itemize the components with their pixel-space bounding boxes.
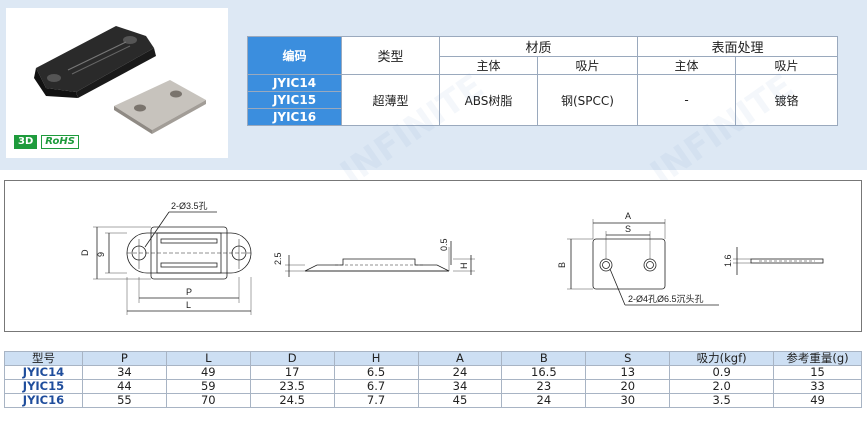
table-cell: 33 bbox=[773, 379, 862, 394]
spec-table: 编码 类型 材质 表面处理 主体 吸片 主体 吸片 JYIC14 超薄型 ABS… bbox=[247, 36, 838, 126]
table-row: JYIC15 44 59 23.5 6.7 34 23 20 2.0 33 bbox=[4, 379, 862, 394]
code-cell[interactable]: JYIC15 bbox=[247, 91, 342, 109]
model-cell[interactable]: JYIC16 bbox=[4, 393, 83, 408]
dim-9-label: 9 bbox=[96, 252, 106, 257]
dim-d-label: D bbox=[80, 249, 90, 256]
surface-plate-value: 镀铬 bbox=[735, 74, 838, 126]
drawing-labels: 2-Ø3.5孔 D 9 P L 2.5 0.5 H A S B 2-Ø4孔Ø6.… bbox=[80, 201, 733, 310]
dim-05-label: 0.5 bbox=[439, 238, 449, 251]
table-cell: 30 bbox=[585, 393, 671, 408]
table-cell: 49 bbox=[773, 393, 862, 408]
material-plate-header: 吸片 bbox=[537, 56, 638, 75]
table-row: JYIC16 55 70 24.5 7.7 45 24 30 3.5 49 bbox=[4, 393, 862, 408]
dim-l-label: L bbox=[186, 300, 191, 310]
col-s: S bbox=[585, 351, 671, 366]
col-force: 吸力(kgf) bbox=[669, 351, 775, 366]
table-cell: 34 bbox=[417, 379, 503, 394]
product-header-area: 3D RoHS 编码 类型 材质 表面处理 主体 吸片 主体 吸片 JYIC14… bbox=[0, 0, 867, 170]
rohs-badge: RoHS bbox=[41, 135, 79, 149]
dim-b-label: B bbox=[557, 262, 567, 268]
surface-plate-header: 吸片 bbox=[735, 56, 838, 75]
hole-note-label: 2-Ø3.5孔 bbox=[171, 201, 208, 211]
table-cell: 24 bbox=[501, 393, 587, 408]
material-plate-value: 钢(SPCC) bbox=[537, 74, 638, 126]
dimension-table-header: 型号 P L D H A B S 吸力(kgf) 参考重量(g) bbox=[4, 351, 862, 366]
3d-badge[interactable]: 3D bbox=[14, 135, 38, 149]
dim-h-label: H bbox=[459, 263, 469, 270]
dim-16-label: 1.6 bbox=[723, 254, 733, 267]
material-body-value: ABS树脂 bbox=[439, 74, 538, 126]
dim-p-label: P bbox=[186, 287, 192, 297]
col-weight: 参考重量(g) bbox=[773, 351, 862, 366]
col-l: L bbox=[165, 351, 251, 366]
col-a: A bbox=[417, 351, 503, 366]
table-cell: 2.0 bbox=[669, 379, 775, 394]
dimension-table: 型号 P L D H A B S 吸力(kgf) 参考重量(g) JYIC14 … bbox=[4, 351, 862, 408]
col-d: D bbox=[249, 351, 335, 366]
product-photo bbox=[6, 8, 228, 158]
table-cell: 17 bbox=[249, 365, 335, 380]
col-p: P bbox=[81, 351, 167, 366]
table-row: JYIC14 34 49 17 6.5 24 16.5 13 0.9 15 bbox=[4, 365, 862, 380]
col-model: 型号 bbox=[4, 351, 83, 366]
dim-a-label: A bbox=[625, 211, 631, 221]
surface-body-value: - bbox=[637, 74, 736, 126]
table-cell: 23.5 bbox=[249, 379, 335, 394]
table-cell: 45 bbox=[417, 393, 503, 408]
table-cell: 24.5 bbox=[249, 393, 335, 408]
plate-hole-note-label: 2-Ø4孔Ø6.5沉头孔 bbox=[628, 294, 704, 304]
material-body-header: 主体 bbox=[439, 56, 538, 75]
code-cell[interactable]: JYIC16 bbox=[247, 108, 342, 126]
table-cell: 3.5 bbox=[669, 393, 775, 408]
drawing-svg: 2-Ø3.5孔 D 9 P L 2.5 0.5 H A S B 2-Ø4孔Ø6.… bbox=[80, 201, 824, 315]
col-h: H bbox=[333, 351, 419, 366]
table-cell: 7.7 bbox=[333, 393, 419, 408]
product-image bbox=[34, 26, 206, 134]
model-cell[interactable]: JYIC14 bbox=[4, 365, 83, 380]
table-cell: 16.5 bbox=[501, 365, 587, 380]
material-header: 材质 bbox=[439, 36, 638, 57]
table-cell: 44 bbox=[81, 379, 167, 394]
badges: 3D RoHS bbox=[14, 135, 79, 149]
table-cell: 49 bbox=[165, 365, 251, 380]
table-cell: 55 bbox=[81, 393, 167, 408]
model-cell[interactable]: JYIC15 bbox=[4, 379, 83, 394]
dim-25-label: 2.5 bbox=[273, 252, 283, 265]
table-cell: 6.5 bbox=[333, 365, 419, 380]
table-cell: 59 bbox=[165, 379, 251, 394]
table-cell: 6.7 bbox=[333, 379, 419, 394]
table-cell: 20 bbox=[585, 379, 671, 394]
table-cell: 70 bbox=[165, 393, 251, 408]
code-header: 编码 bbox=[247, 36, 342, 75]
table-cell: 34 bbox=[81, 365, 167, 380]
table-cell: 15 bbox=[773, 365, 862, 380]
surface-header: 表面处理 bbox=[637, 36, 838, 57]
type-header: 类型 bbox=[341, 36, 440, 75]
type-value: 超薄型 bbox=[341, 74, 440, 126]
technical-drawing: 2-Ø3.5孔 D 9 P L 2.5 0.5 H A S B 2-Ø4孔Ø6.… bbox=[4, 180, 862, 332]
table-cell: 24 bbox=[417, 365, 503, 380]
dim-s-label: S bbox=[625, 224, 631, 234]
table-cell: 23 bbox=[501, 379, 587, 394]
code-cell[interactable]: JYIC14 bbox=[247, 74, 342, 92]
table-cell: 13 bbox=[585, 365, 671, 380]
col-b: B bbox=[501, 351, 587, 366]
surface-body-header: 主体 bbox=[637, 56, 736, 75]
table-cell: 0.9 bbox=[669, 365, 775, 380]
